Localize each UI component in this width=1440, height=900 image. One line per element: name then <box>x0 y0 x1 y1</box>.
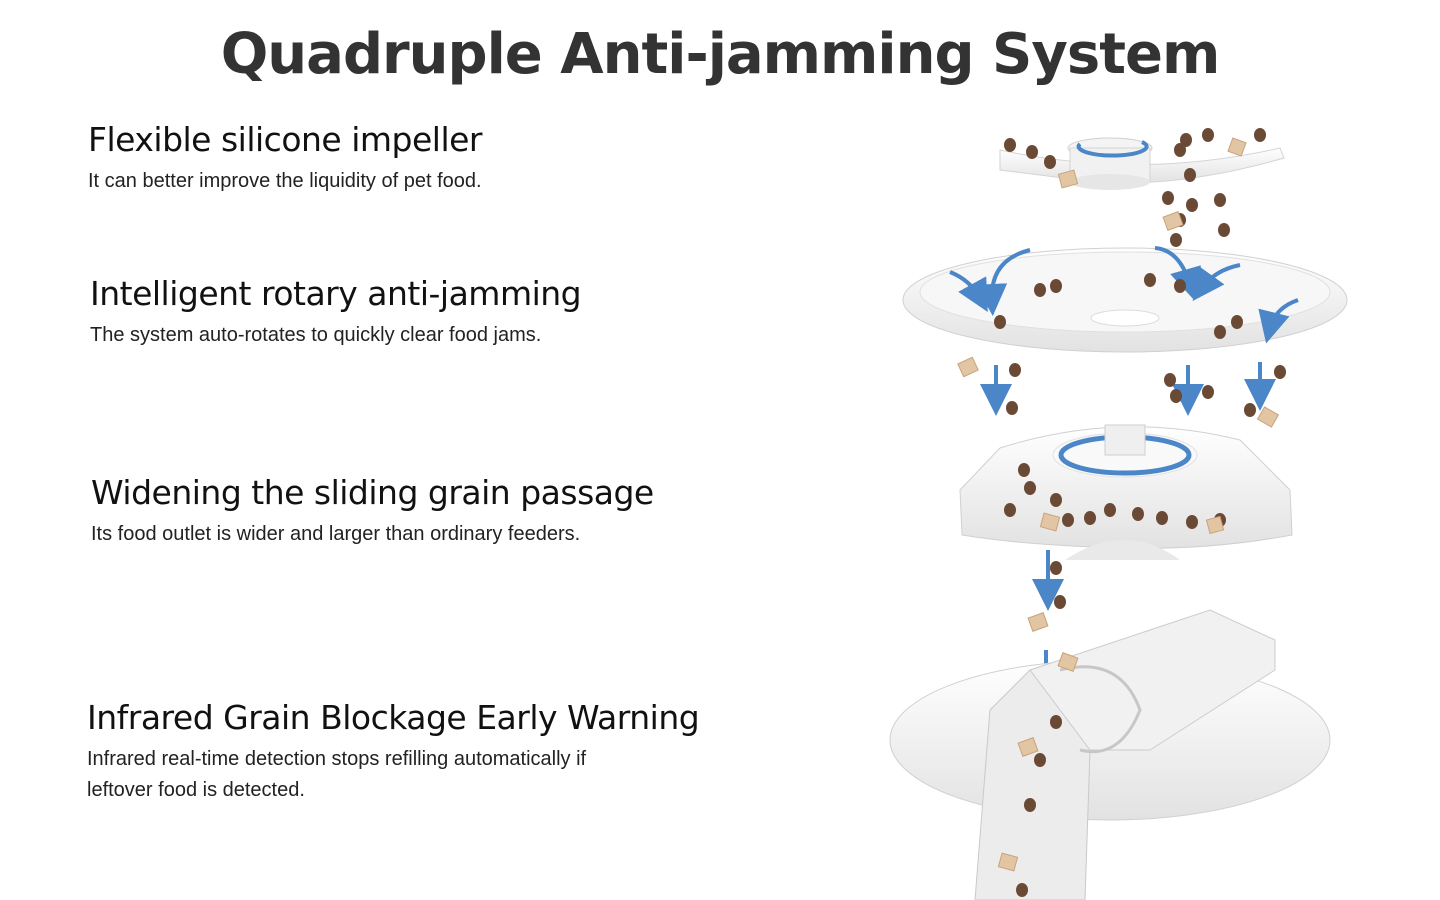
rotation-arrow-icon <box>1076 140 1149 158</box>
feature-rotary-anti-jamming: Intelligent rotary anti-jamming The syst… <box>90 274 710 351</box>
exploded-feeder-illustration <box>880 110 1360 900</box>
feature-description: It can better improve the liquidity of p… <box>88 169 482 192</box>
feature-title: Widening the sliding grain passage <box>91 473 654 512</box>
feature-infrared-warning: Infrared Grain Blockage Early Warning In… <box>87 698 707 806</box>
feature-description: Infrared real-time detection stops refil… <box>87 747 587 801</box>
feature-title: Intelligent rotary anti-jamming <box>90 274 582 313</box>
feature-title: Flexible silicone impeller <box>88 120 483 159</box>
feature-impeller: Flexible silicone impeller It can better… <box>88 120 708 197</box>
grain-passage-part <box>959 424 1293 560</box>
page-title: Quadruple Anti-jamming System <box>220 22 1221 87</box>
rotary-disc-part <box>902 246 1348 353</box>
treat-icon <box>957 137 1280 872</box>
infrared-base-part <box>889 609 1331 900</box>
feature-description: The system auto-rotates to quickly clear… <box>90 323 542 346</box>
feature-grain-passage: Widening the sliding grain passage Its f… <box>91 473 711 550</box>
feeder-diagram-svg <box>889 128 1348 900</box>
feature-description: Its food outlet is wider and larger than… <box>91 522 581 545</box>
feature-title: Infrared Grain Blockage Early Warning <box>87 698 700 737</box>
